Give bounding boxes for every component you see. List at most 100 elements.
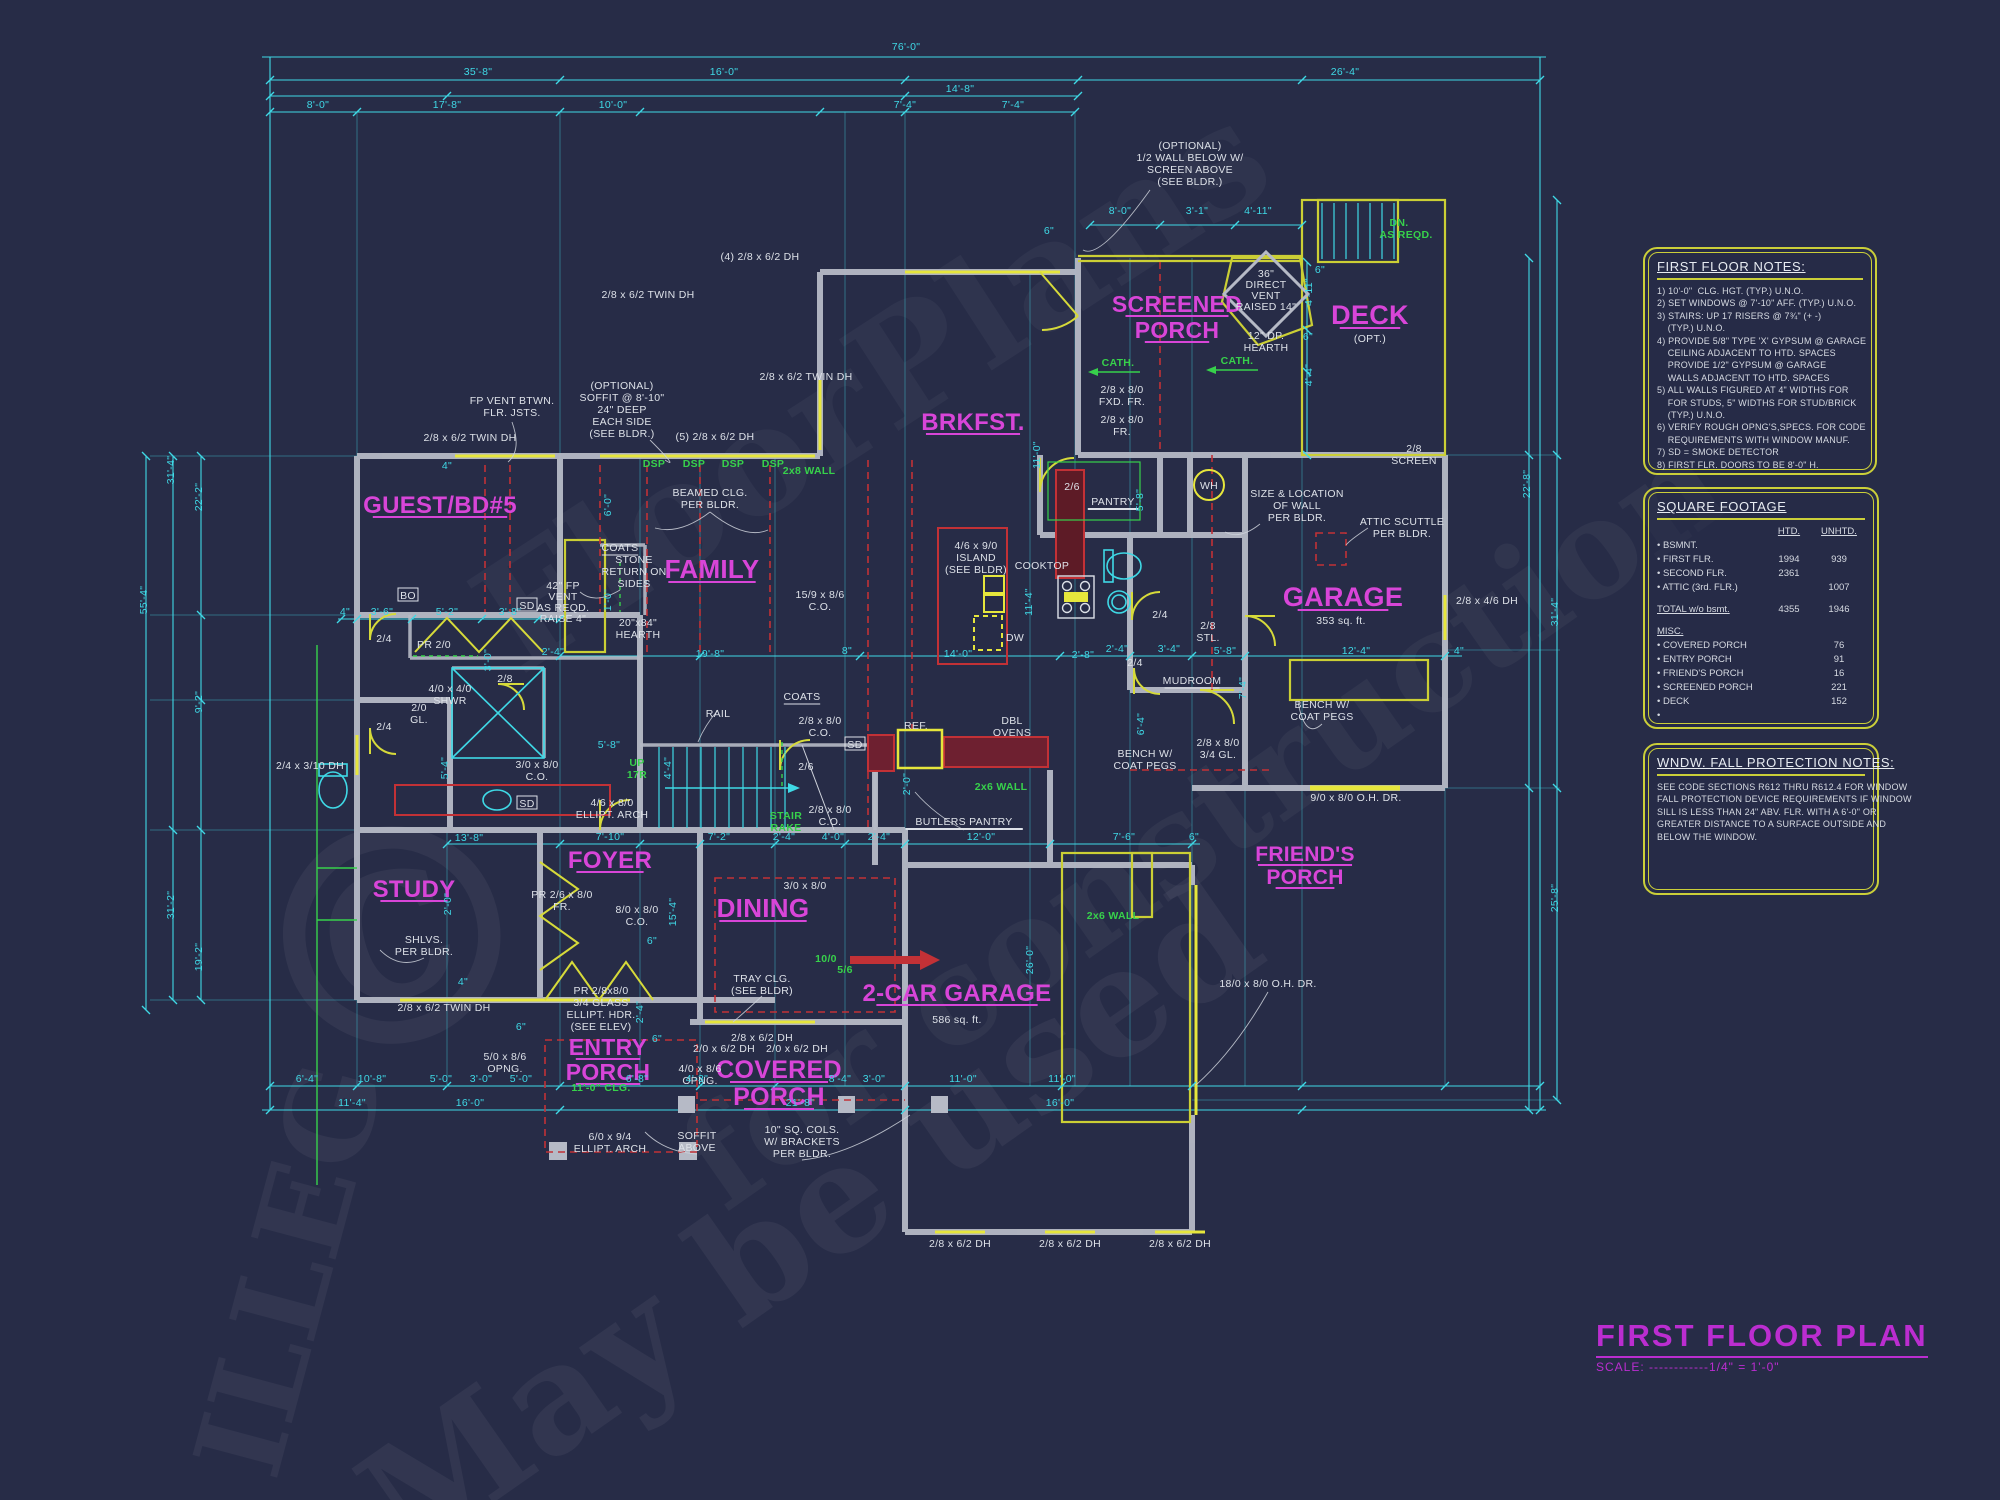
white-label: SOFFIT @ 8'-10" <box>580 392 665 404</box>
cyan-label: 5'-0" <box>510 1073 532 1085</box>
white-label: 2/4 <box>1152 609 1168 621</box>
note-line: 1) 10'-0" CLG. HGT. (TYP.) U.N.O. <box>1657 286 1804 296</box>
note-line: 6) VERIFY ROUGH OPNG'S,SPECS. FOR CODE <box>1657 422 1866 433</box>
cyan-label: 9'-2" <box>193 691 205 713</box>
cyan-label: 6" <box>652 1033 662 1045</box>
white-label: 3/4 GL. <box>1200 749 1237 761</box>
fall-heading: WNDW. FALL PROTECTION NOTES: <box>1657 755 1895 770</box>
cyan-label: 2'-4" <box>868 831 890 843</box>
white-label: HEARTH <box>616 629 661 641</box>
cyan-label: 26'-4" <box>1331 66 1360 78</box>
white-label: 3/0 x 8/0 <box>516 759 559 771</box>
white-label: 2/8 <box>1200 620 1216 632</box>
green-label: 11'-0" CLG. <box>571 1082 630 1094</box>
cyan-label: 22'-2" <box>193 483 205 512</box>
white-label: PR 2/0 <box>417 639 451 651</box>
white-label: 2/8 x 6/2 TWIN DH <box>423 432 516 444</box>
cyan-label: 4'-4" <box>662 757 674 779</box>
cyan-label: 3'-4" <box>1158 643 1180 655</box>
white-label: RAIL <box>706 708 731 720</box>
white-label: OPNG. <box>682 1075 717 1087</box>
magenta-label: SCREENED <box>1112 291 1242 317</box>
white-label: SIDES <box>617 578 650 590</box>
scale-label: SCALE: <box>1596 1360 1650 1374</box>
magenta-label: PORCH <box>1266 866 1343 889</box>
sqft-cell <box>1765 581 1813 595</box>
white-label: STONE <box>615 554 652 566</box>
cyan-label: 11'-0" <box>1048 1073 1076 1085</box>
detector-box <box>844 736 866 751</box>
sqft-cell <box>1765 653 1813 667</box>
white-label: ABOVE <box>678 1142 716 1154</box>
note-line: 4) PROVIDE 5/8" TYPE 'X' GYPSUM @ GARAGE <box>1657 335 1867 346</box>
cyan-label: 6'-4" <box>296 1073 318 1085</box>
cyan-label: 7'-2" <box>708 831 730 843</box>
cyan-label: 35'-8" <box>464 66 493 78</box>
white-label: ELLIPT. ARCH <box>574 1143 646 1155</box>
sqft-cell: • FIRST FLR. <box>1657 554 1714 565</box>
sqft-cell: • FRIEND'S PORCH <box>1657 668 1744 679</box>
white-label: FR. <box>1113 426 1131 438</box>
white-label: 2/0 <box>411 702 427 714</box>
cyan-label: 3'-6" <box>371 606 393 618</box>
cyan-label: 2'-0" <box>901 773 913 795</box>
sqft-cell <box>1765 639 1813 653</box>
note-line: FALL PROTECTION DEVICE REQUIREMENTS IF W… <box>1657 794 1912 805</box>
cyan-label: 31'-4" <box>1549 598 1561 627</box>
detector-label: SD <box>519 798 534 810</box>
cyan-label: 4" <box>1454 645 1464 657</box>
fall-notes-list: SEE CODE SECTIONS R612 THRU R612.4 FOR W… <box>1657 781 1912 843</box>
cyan-label: 2'-4" <box>1106 643 1128 655</box>
cyan-label: 3'-8" <box>499 606 521 618</box>
white-label: DBL <box>1001 715 1022 727</box>
cyan-label: 19'-8" <box>696 648 725 660</box>
cyan-label: 4" <box>442 460 452 472</box>
white-label: 2/8 x 6/2 DH <box>1149 1238 1211 1250</box>
title-block: FIRST FLOOR PLAN SCALE: ------------1/4"… <box>1596 1318 1928 1374</box>
white-label: RAISED 14" <box>1236 301 1296 313</box>
sqft-cell: 16 <box>1833 668 1845 679</box>
magenta-label: PORCH <box>733 1083 825 1111</box>
cyan-label: 11'-4" <box>338 1097 366 1109</box>
magenta-label: ENTRY <box>569 1034 648 1060</box>
cyan-label: 4'-0" <box>822 831 844 843</box>
cyan-label: 76'-0" <box>892 41 921 53</box>
generated-detail-layer <box>141 75 1562 1115</box>
cyan-label: 10'-0" <box>599 99 628 111</box>
magenta-label: BRKFST. <box>921 409 1024 436</box>
windows-layer <box>355 270 1447 1234</box>
scale-dashes: ------------ <box>1649 1360 1709 1374</box>
note-line: REQUIREMENTS WITH WINDOW MANUF. <box>1657 434 1850 445</box>
cyan-label: 3'-0" <box>863 1073 885 1085</box>
sqft-cell: 939 <box>1831 554 1847 565</box>
white-label: 3/0 x 8/0 <box>784 880 827 892</box>
cyan-label: 4'-11" <box>1244 205 1272 217</box>
sqft-cell <box>1765 695 1813 709</box>
cyan-label: 5'-4" <box>439 757 451 779</box>
sqft-row: MISC. <box>1657 625 1865 639</box>
cyan-label: 31'-4" <box>165 456 177 485</box>
white-label: COATS <box>602 542 639 554</box>
white-label: VENT <box>548 591 577 603</box>
cyan-label: 4" <box>458 976 468 988</box>
sqft-cell: HTD. <box>1777 526 1801 537</box>
doors-layer <box>369 271 1276 1002</box>
note-line: 3) STAIRS: UP 17 RISERS @ 7¾" (+ -) <box>1657 310 1822 321</box>
cyan-label: 6" <box>516 1021 526 1033</box>
white-label: 2/8 x 4/6 DH <box>1456 595 1518 607</box>
detector-label: SD <box>847 739 862 751</box>
white-label: 4/6 x 8/0 <box>591 797 634 809</box>
sqft-cell: 1994 <box>1778 554 1800 565</box>
magenta-label: DECK <box>1331 300 1409 330</box>
cyan-label: 22'-8" <box>1521 470 1533 499</box>
sqft-cell: 4355 <box>1778 604 1800 615</box>
white-label: (SEE BLDR) <box>945 564 1007 576</box>
white-label: DW <box>1006 632 1024 644</box>
white-label: DIRECT <box>1246 279 1287 291</box>
white-label: 15/9 x 8/6 <box>795 589 844 601</box>
white-label: C.O. <box>526 771 549 783</box>
white-label: 4/6 x 9/0 <box>955 540 998 552</box>
